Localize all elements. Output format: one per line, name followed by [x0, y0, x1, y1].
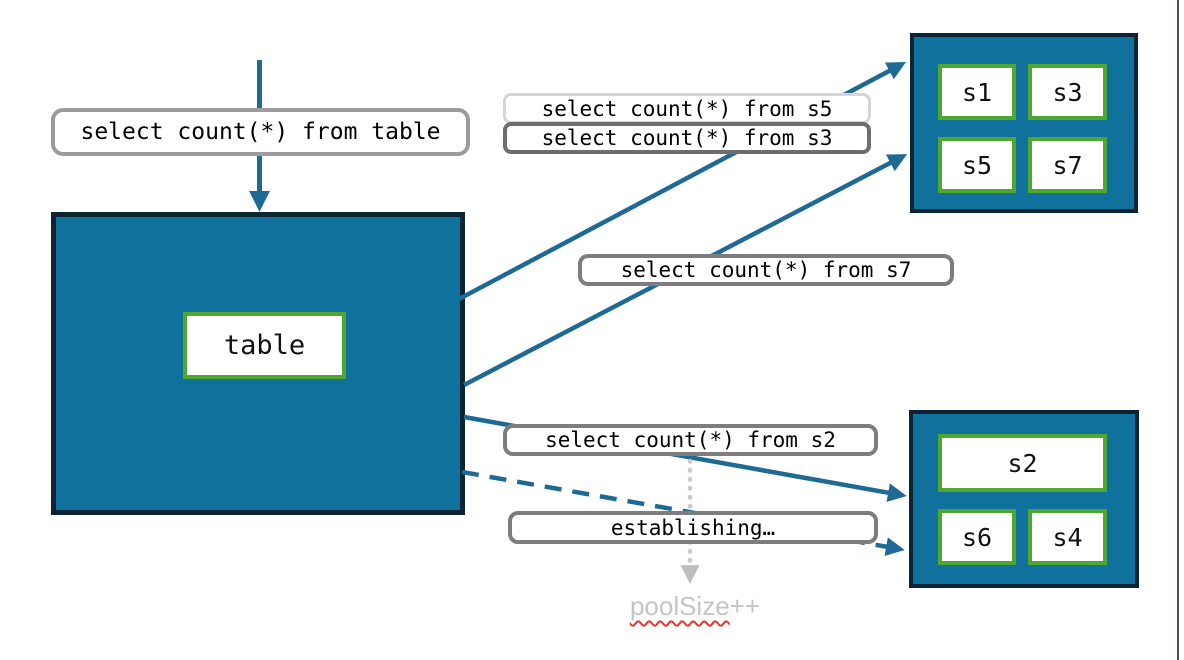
arrow-establishing-dashed — [461, 469, 905, 556]
query-label-s2: select count(*) from s2 — [503, 424, 878, 456]
establishing-label-text: establishing… — [610, 515, 776, 540]
shard-s6: s6 — [938, 509, 1016, 565]
shard-s4: s4 — [1028, 509, 1107, 565]
query-label-s2-text: select count(*) from s2 — [545, 428, 836, 452]
shard-s1: s1 — [938, 64, 1016, 120]
establishing-label: establishing… — [508, 511, 878, 544]
shard-s1-label: s1 — [961, 77, 993, 107]
query-label-s5: select count(*) from s5 — [503, 93, 871, 124]
shard-s5-label: s5 — [961, 150, 993, 180]
query-label-s3: select count(*) from s3 — [503, 122, 871, 154]
query-label-s3-text: select count(*) from s3 — [541, 126, 833, 150]
table-label-text: table — [223, 330, 306, 361]
shard-s7-label: s7 — [1052, 150, 1083, 180]
shard-group-bottom: s2 s6 s4 — [909, 410, 1139, 588]
poolsize-note: poolSize++ — [610, 591, 780, 622]
query-label-table-text: select count(*) from table — [80, 119, 441, 145]
table-label: table — [183, 312, 346, 379]
query-label-s5-text: select count(*) from s5 — [541, 96, 833, 121]
shard-s7: s7 — [1028, 137, 1107, 193]
poolsize-word: poolSize — [629, 591, 730, 621]
poolsize-suffix: ++ — [729, 591, 761, 621]
query-label-s7-text: select count(*) from s7 — [620, 258, 912, 282]
shard-s6-label: s6 — [961, 522, 993, 552]
shard-s4-label: s4 — [1052, 522, 1083, 552]
shard-group-top: s1 s3 s5 s7 — [910, 33, 1138, 213]
shard-s5: s5 — [938, 137, 1016, 193]
shard-s2: s2 — [938, 434, 1107, 492]
query-label-s7: select count(*) from s7 — [578, 254, 954, 286]
query-label-table: select count(*) from table — [51, 108, 470, 156]
table-box: table — [51, 212, 465, 515]
slide-edge-line — [1177, 0, 1179, 660]
shard-s3: s3 — [1028, 64, 1107, 120]
shard-s3-label: s3 — [1052, 77, 1083, 107]
shard-s2-label: s2 — [1007, 448, 1038, 478]
